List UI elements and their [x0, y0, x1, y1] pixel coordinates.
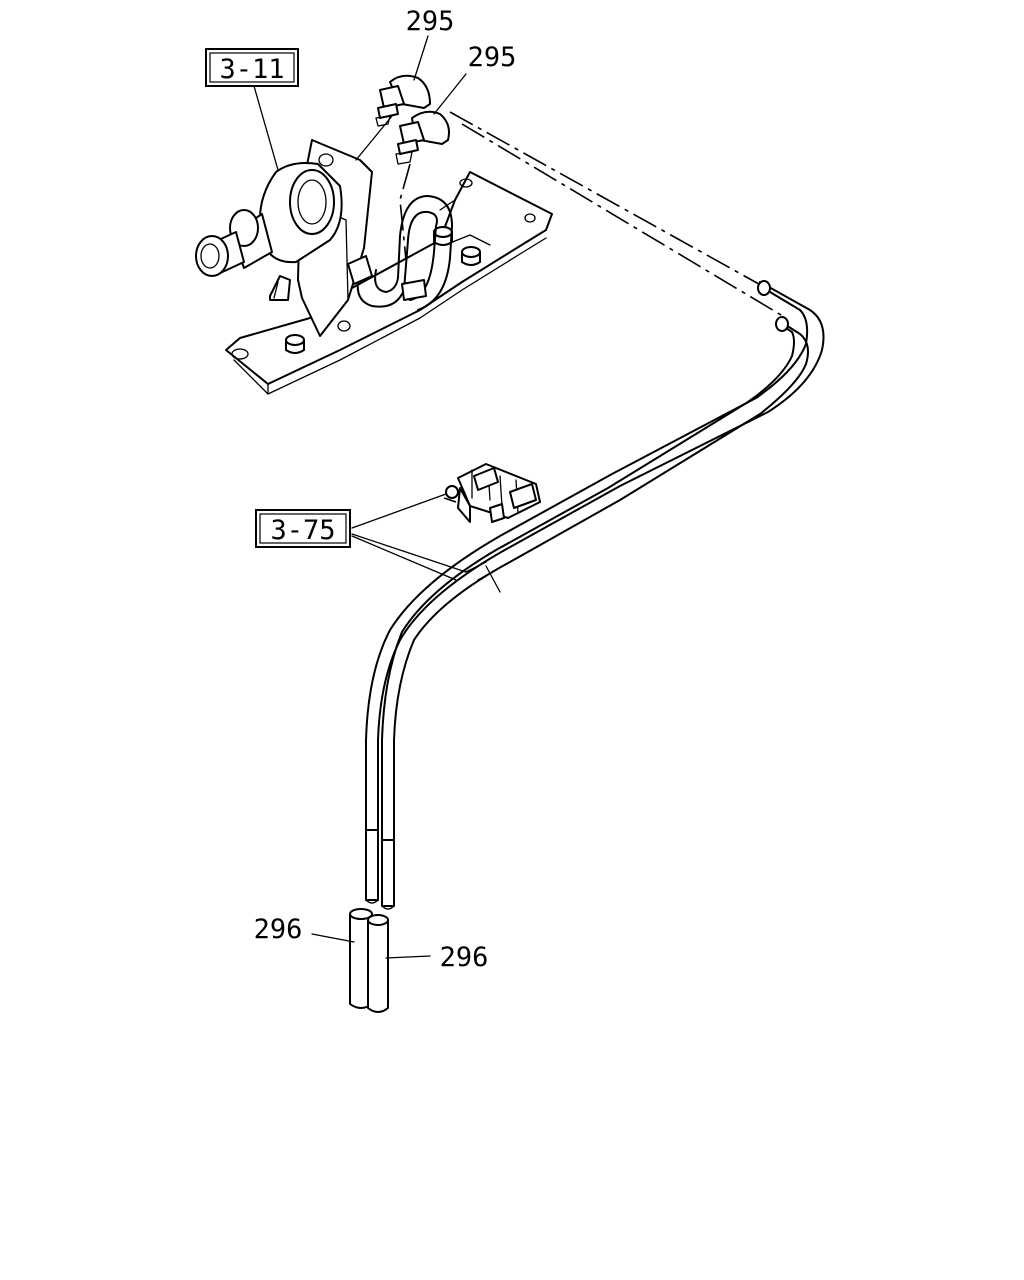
callout-part-296-b[interactable]: 296	[440, 942, 489, 973]
solenoid-valve	[195, 162, 343, 277]
leader-lines	[253, 35, 467, 959]
callout-ref-3-11-text: 3-11	[219, 54, 284, 85]
callout-ref-3-75-text: 3-75	[270, 515, 335, 546]
callout-part-296-a[interactable]: 296	[254, 914, 303, 945]
elbow-fitting-295-b	[395, 110, 450, 165]
vacuum-pipes	[365, 280, 825, 910]
mounting-bolts	[285, 226, 481, 354]
callout-ref-3-11[interactable]: 3-11	[205, 48, 299, 87]
callout-part-295-b[interactable]: 295	[468, 42, 517, 73]
callout-part-295-a[interactable]: 295	[406, 6, 455, 37]
vacuum-hose	[347, 195, 453, 311]
support-post	[269, 275, 291, 301]
routing-centerlines	[399, 111, 787, 503]
callout-ref-3-75[interactable]: 3-75	[255, 509, 351, 548]
elbow-fitting-295-a	[375, 74, 431, 127]
pipe-clip	[445, 463, 541, 523]
hose-end-296-b	[367, 914, 389, 1013]
